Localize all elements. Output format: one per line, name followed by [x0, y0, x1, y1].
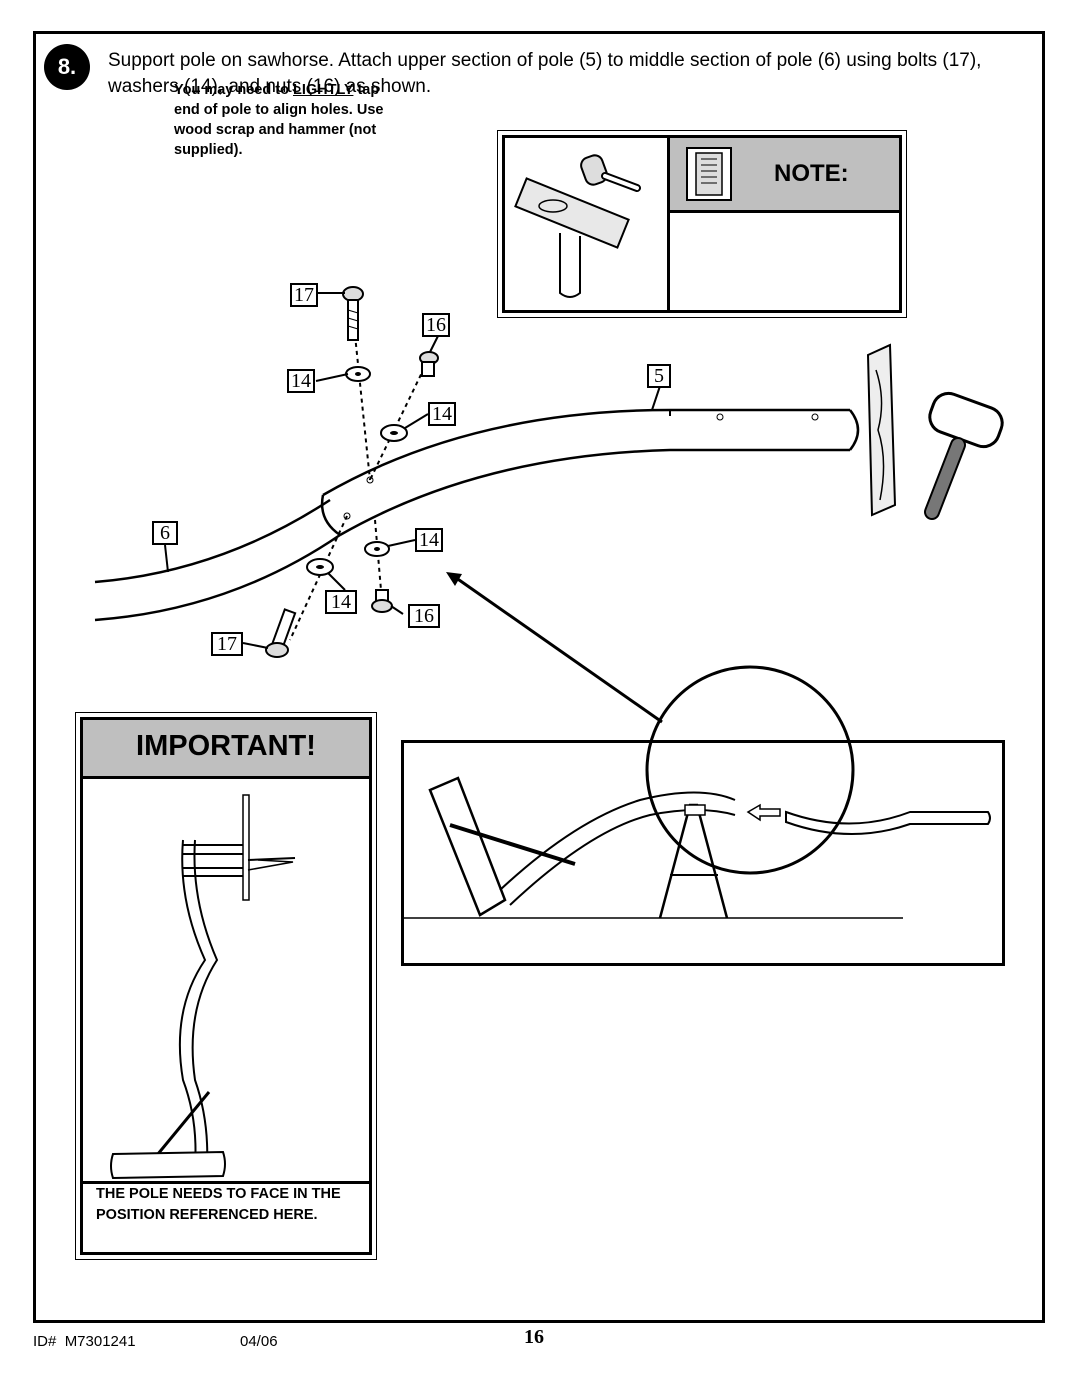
document-date: 04/06	[240, 1333, 278, 1350]
page-number: 16	[524, 1326, 544, 1348]
note-box: NOTE:	[497, 130, 907, 318]
step-instruction: Support pole on sawhorse. Attach upper s…	[108, 50, 982, 97]
note-emphasis: LIGHTLY	[292, 82, 354, 98]
callout-bolt-bottom: 17	[211, 632, 243, 656]
callout-middle-pole: 6	[152, 521, 178, 545]
important-header: IMPORTANT!	[83, 720, 369, 779]
callout-nut-top: 16	[422, 313, 450, 337]
hammer-handle	[926, 439, 964, 518]
callout-washer-bottom-left: 14	[325, 590, 357, 614]
note-illustration	[505, 138, 670, 310]
note-title: NOTE:	[774, 160, 849, 187]
middle-pole-bottom-edge	[94, 533, 341, 622]
middle-pole-top-edge	[94, 498, 331, 584]
direction-arrow-icon	[746, 803, 781, 822]
callout-washer-bottom-right: 14	[415, 528, 443, 552]
sawhorse-scene-box	[401, 740, 1005, 966]
hammer-tap-illustration	[514, 154, 641, 298]
document-id: ID# M7301241	[33, 1333, 136, 1350]
step-number-badge: 8.	[44, 44, 90, 90]
callout-nut-bottom: 16	[408, 604, 440, 628]
upper-pole-bottom-edge	[339, 448, 850, 537]
note-text: You may need to LIGHTLY tap end of pole …	[174, 82, 384, 158]
callout-washer-top-right: 14	[428, 402, 456, 426]
wood-scrap	[866, 343, 897, 517]
callout-washer-top-left: 14	[287, 369, 315, 393]
detail-circle	[645, 665, 855, 875]
upper-pole-top-edge	[322, 408, 850, 497]
hoop-system-illustration	[110, 794, 296, 1180]
book-icon	[686, 147, 732, 201]
callout-bolt-top: 17	[290, 283, 318, 307]
important-title: IMPORTANT!	[136, 730, 316, 762]
callout-upper-pole: 5	[647, 364, 671, 388]
note-header: NOTE:	[670, 138, 899, 213]
important-text: THE POLE NEEDS TO FACE IN THE POSITION R…	[96, 1186, 341, 1223]
page-frame	[33, 31, 1045, 1323]
upper-pole-section	[785, 810, 991, 835]
sawhorse	[658, 803, 729, 919]
important-box: IMPORTANT!	[75, 712, 377, 1260]
base-unit	[428, 776, 507, 917]
